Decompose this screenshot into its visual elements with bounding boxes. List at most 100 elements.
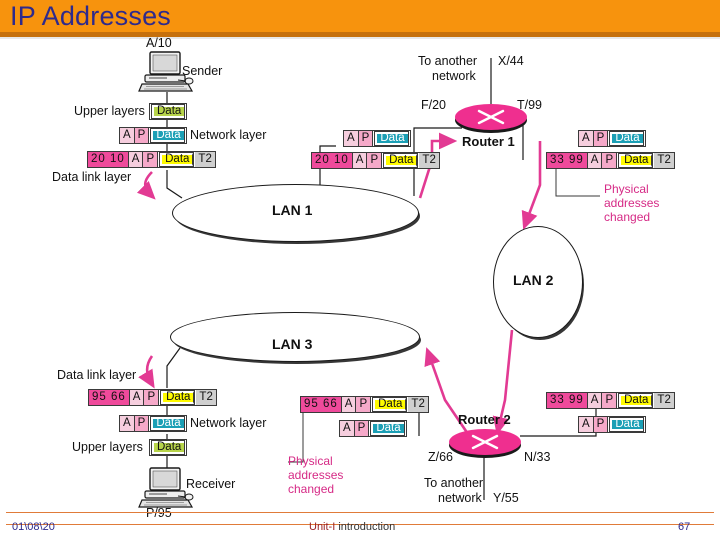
pdu-field-physical-address: 33 99 bbox=[547, 153, 588, 168]
receiver-computer-icon bbox=[138, 466, 196, 510]
pdu-field-data: Data bbox=[150, 104, 186, 119]
pdu-field-data: Data bbox=[609, 131, 644, 146]
pdu-field-p: P bbox=[354, 421, 370, 436]
pdu-field-p: P bbox=[593, 417, 609, 432]
router1-in-pdu-datalink: 20 10 A P Data T2 bbox=[311, 152, 440, 169]
router2-label: Router 2 bbox=[458, 412, 511, 427]
page-title: IP Addresses bbox=[10, 1, 171, 31]
router2-downlink-address: Y/55 bbox=[493, 491, 519, 505]
pdu-field-a: A bbox=[128, 152, 144, 167]
pdu-field-data: Data bbox=[618, 393, 654, 408]
note-line-1: Physical bbox=[604, 182, 649, 196]
router1-node bbox=[455, 104, 527, 130]
pdu-field-data: Data bbox=[150, 128, 185, 143]
footer-subject-primary: Unit-I bbox=[309, 521, 336, 533]
receiver-network-layer-label: Network layer bbox=[190, 416, 267, 430]
lan3-label: LAN 3 bbox=[272, 336, 313, 352]
sender-pdu-datalink: 20 10 A P Data T2 bbox=[87, 151, 216, 168]
pdu-field-a: A bbox=[587, 153, 603, 168]
router2-downlink-line2: network bbox=[438, 491, 482, 505]
pdu-field-data: Data bbox=[383, 153, 419, 168]
router2-left-port-label: Z/66 bbox=[428, 450, 454, 464]
sender-address-label: A/10 bbox=[146, 36, 172, 50]
receiver-pdu-datalink: 95 66 A P Data T2 bbox=[88, 389, 217, 406]
pdu-field-data: Data bbox=[372, 397, 408, 412]
pdu-field-physical-address: 95 66 bbox=[301, 397, 342, 412]
pdu-field-trailer: T2 bbox=[419, 153, 439, 168]
router2-out-pdu-network: A P Data bbox=[339, 420, 407, 437]
pdu-field-trailer: T2 bbox=[195, 152, 215, 167]
receiver-datalink-layer-label: Data link layer bbox=[57, 368, 137, 382]
sender-computer-icon bbox=[138, 50, 196, 94]
pdu-field-data: Data bbox=[159, 152, 195, 167]
pdu-field-p: P bbox=[358, 131, 374, 146]
pdu-field-a: A bbox=[579, 417, 594, 432]
pdu-field-trailer: T2 bbox=[654, 393, 674, 408]
pdu-field-data: Data bbox=[370, 421, 405, 436]
router2-downlink-line1: To another bbox=[424, 476, 484, 490]
router1-out-pdu-network: A P Data bbox=[578, 130, 646, 147]
pdu-field-trailer: T2 bbox=[196, 390, 216, 405]
pdu-field-physical-address: 20 10 bbox=[88, 152, 129, 167]
receiver-address-label: P/95 bbox=[146, 506, 172, 520]
slide-banner bbox=[0, 0, 720, 32]
pdu-field-data: Data bbox=[160, 390, 196, 405]
note-line-2: addresses bbox=[604, 196, 660, 210]
sender-pdu-network: A P Data bbox=[119, 127, 187, 144]
pdu-field-p: P bbox=[356, 397, 372, 412]
router1-right-port-label: T/99 bbox=[517, 98, 543, 112]
pdu-field-a: A bbox=[579, 131, 594, 146]
pdu-field-a: A bbox=[341, 397, 357, 412]
receiver-role-label: Receiver bbox=[186, 477, 236, 491]
sender-upper-layers-label: Upper layers bbox=[74, 104, 145, 118]
router1-uplink-line1: To another bbox=[418, 54, 478, 68]
router2-right-port-label: N/33 bbox=[524, 450, 551, 464]
sender-datalink-layer-label: Data link layer bbox=[52, 170, 132, 184]
pdu-field-data: Data bbox=[150, 416, 185, 431]
note-line-1: Physical bbox=[288, 454, 333, 468]
sender-pdu-upper: Data bbox=[149, 103, 188, 120]
router1-uplink-line2: network bbox=[432, 69, 476, 83]
router1-address-change-note: Physical addresses changed bbox=[604, 182, 659, 224]
pdu-field-physical-address: 95 66 bbox=[89, 390, 130, 405]
router1-out-pdu-datalink: 33 99 A P Data T2 bbox=[546, 152, 675, 169]
router2-in-pdu-datalink: 33 99 A P Data T2 bbox=[546, 392, 675, 409]
router1-left-port-label: F/20 bbox=[421, 98, 447, 112]
pdu-field-a: A bbox=[587, 393, 603, 408]
router2-in-pdu-network: A P Data bbox=[578, 416, 646, 433]
router1-uplink-address: X/44 bbox=[498, 54, 524, 68]
footer-page-number: 67 bbox=[678, 521, 691, 533]
pdu-field-a: A bbox=[129, 390, 145, 405]
pdu-field-p: P bbox=[367, 153, 383, 168]
pdu-field-data: Data bbox=[150, 440, 186, 455]
pdu-field-trailer: T2 bbox=[408, 397, 428, 412]
pdu-field-data: Data bbox=[609, 417, 644, 432]
pdu-field-p: P bbox=[593, 131, 609, 146]
receiver-upper-layers-label: Upper layers bbox=[72, 440, 143, 454]
router2-address-change-note: Physical addresses changed bbox=[288, 454, 343, 496]
receiver-pdu-upper: Data bbox=[149, 439, 188, 456]
router2-node bbox=[449, 429, 521, 455]
note-line-3: changed bbox=[604, 210, 651, 224]
receiver-pdu-network: A P Data bbox=[119, 415, 187, 432]
sender-network-layer-label: Network layer bbox=[190, 128, 267, 142]
pdu-field-a: A bbox=[120, 416, 135, 431]
footer-date: 01\08\20 bbox=[12, 521, 55, 533]
banner-divider-light bbox=[0, 37, 720, 39]
footer-subject: Unit-I introduction bbox=[309, 521, 395, 533]
router2-out-pdu-datalink: 95 66 A P Data T2 bbox=[300, 396, 429, 413]
router1-in-pdu-network: A P Data bbox=[343, 130, 411, 147]
lan1-label: LAN 1 bbox=[272, 202, 313, 218]
pdu-field-physical-address: 33 99 bbox=[547, 393, 588, 408]
footer-divider-bottom bbox=[6, 524, 714, 525]
pdu-field-p: P bbox=[144, 390, 160, 405]
lan3-ellipse bbox=[170, 312, 420, 362]
pdu-field-a: A bbox=[340, 421, 355, 436]
pdu-field-physical-address: 20 10 bbox=[312, 153, 353, 168]
pdu-field-p: P bbox=[143, 152, 159, 167]
footer-subject-secondary: introduction bbox=[335, 521, 396, 533]
pdu-field-p: P bbox=[134, 128, 150, 143]
pdu-field-a: A bbox=[352, 153, 368, 168]
